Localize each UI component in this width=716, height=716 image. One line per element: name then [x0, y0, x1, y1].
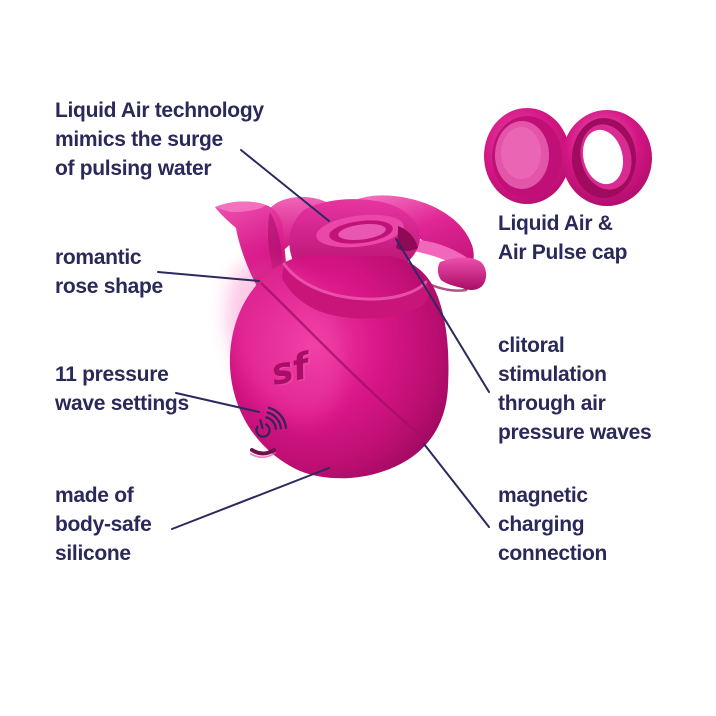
annotation-body-safe-silicone: made of body-safe silicone [55, 484, 152, 565]
leader-line-silicone [171, 467, 330, 530]
annotation-pressure-wave-settings: 11 pressure wave settings [55, 363, 189, 415]
leader-line-magnetic [423, 443, 490, 528]
annotation-clitoral-stimulation: clitoral stimulation through air pressur… [498, 334, 652, 444]
leader-line-pressure-settings [175, 392, 260, 413]
body-crease [260, 282, 428, 441]
charging-port-slit [250, 448, 276, 459]
leader-line-clitoral [395, 238, 490, 393]
petal-flare-right [437, 257, 487, 290]
annotation-caps: Liquid Air & Air Pulse cap [498, 212, 628, 264]
annotation-liquid-air-technology: Liquid Air technology mimics the surge o… [55, 99, 264, 180]
control-button-icon [255, 406, 288, 438]
annotation-romantic-rose-shape: romantic rose shape [55, 246, 163, 298]
petal-notch [396, 226, 418, 251]
annotation-magnetic-charging: magnetic charging connection [498, 484, 608, 565]
rose-device-illustration: sf sf [215, 195, 487, 479]
leader-line-rose-shape [157, 271, 260, 282]
leader-line-liquid-air [240, 149, 330, 222]
petal-left-rim-highlight [215, 201, 266, 212]
liquid-air-cap-illustration [484, 108, 570, 204]
air-pulse-opening [316, 214, 404, 248]
petal-under-cup-rim [282, 262, 428, 301]
petal-under-cup [282, 264, 430, 319]
air-pulse-cap-illustration [562, 110, 652, 206]
